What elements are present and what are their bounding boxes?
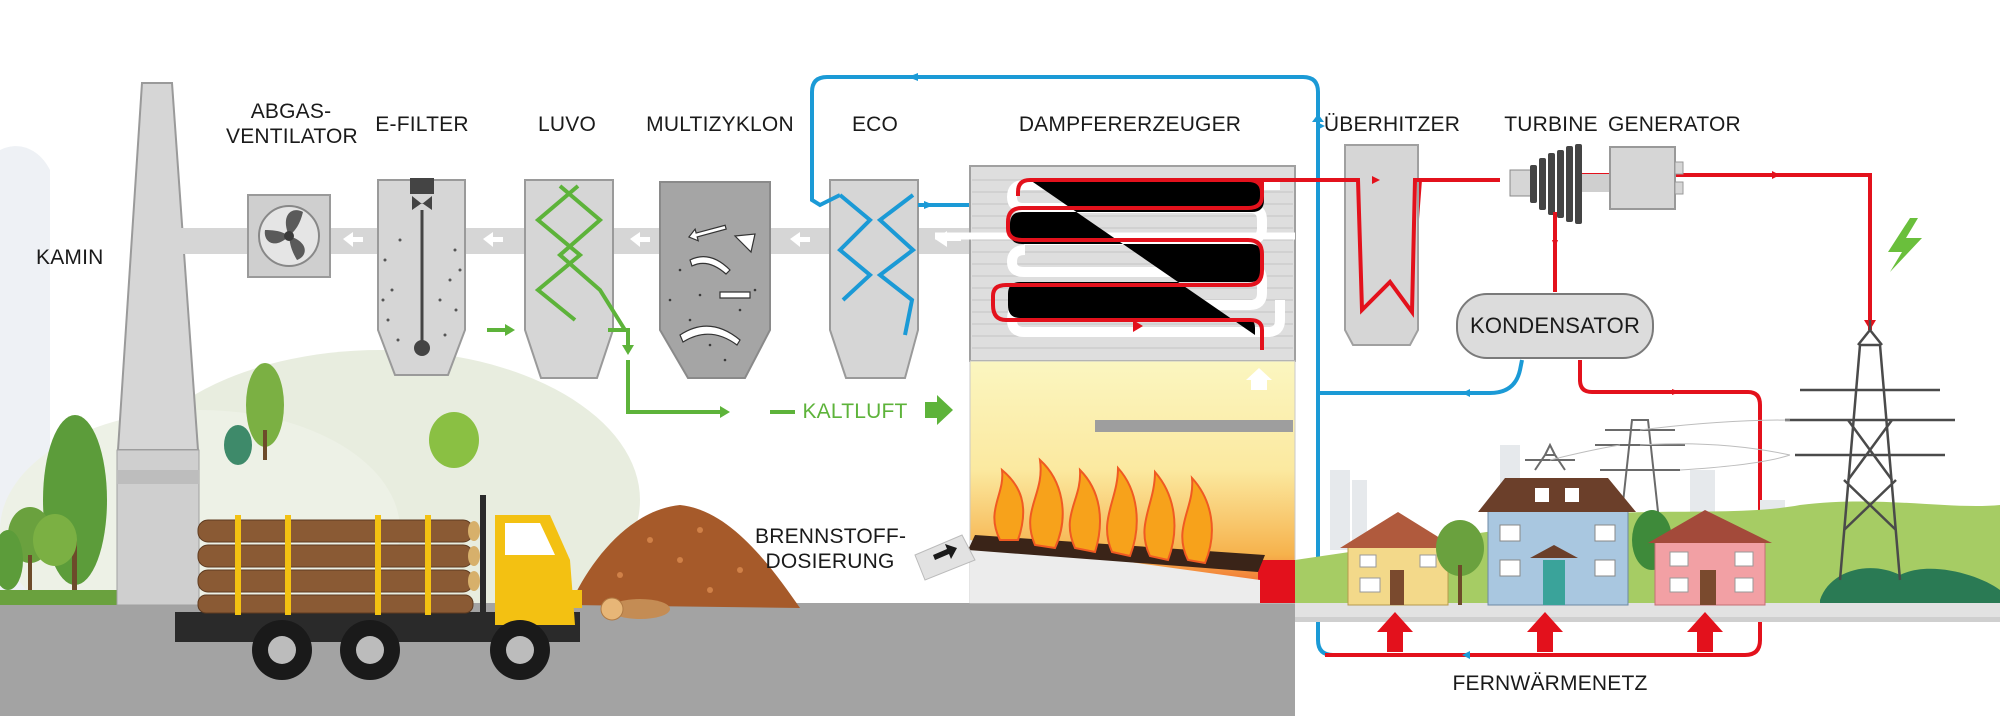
label-multizyklon: MULTIZYKLON (646, 113, 794, 136)
truck-icon (175, 495, 582, 680)
wood-chip-pile (570, 505, 800, 621)
label-generator: GENERATOR (1608, 113, 1741, 136)
economizer (829, 179, 970, 379)
furnace (968, 360, 1296, 604)
condenser (1456, 293, 1654, 359)
turbine (1509, 144, 1610, 224)
house-icon (1478, 478, 1636, 606)
label-kaltluft: KALTLUFT (802, 400, 908, 423)
fuel-feeder (914, 534, 976, 581)
superheater-coil (1340, 178, 1500, 318)
flame-icon (993, 457, 1213, 565)
lightning-icon (1888, 218, 1922, 272)
water-circuit (810, 75, 1740, 657)
generator (1609, 146, 1684, 210)
chimney (116, 82, 200, 606)
fan-icon (258, 205, 320, 267)
label-dampferzeuger: DAMPFERERZEUGER (1018, 113, 1242, 136)
cold-air-arrows (505, 324, 953, 425)
tree-icon (1436, 520, 1484, 605)
house-icon (1648, 510, 1772, 606)
house-icon (1340, 512, 1456, 606)
label-fernwaermenetz: FERNWÄRMENETZ (1452, 672, 1648, 695)
air-preheater (524, 179, 627, 379)
exhaust-fan (247, 194, 331, 278)
label-abgasventilator-2: VENTILATOR (226, 125, 358, 148)
heat-supply-arrows (1377, 612, 1723, 652)
multicyclone (659, 181, 771, 379)
label-brennstoff-2: DOSIERUNG (765, 550, 895, 573)
superheater (1344, 144, 1419, 346)
label-luvo: LUVO (538, 113, 596, 136)
water-arrows (908, 73, 1470, 659)
label-abgasventilator-1: ABGAS- (250, 100, 332, 123)
label-turbine: TURBINE (1504, 113, 1598, 136)
cold-air-line (487, 328, 795, 414)
pylon-icon (1785, 320, 1955, 581)
label-kamin: KAMIN (36, 246, 104, 269)
steam-generator (935, 165, 1296, 362)
electrostatic-filter (377, 178, 466, 376)
label-kondensator: KONDENSATOR (1469, 313, 1641, 338)
label-brennstoff-1: BRENNSTOFF- (755, 525, 907, 548)
label-eco: ECO (851, 113, 899, 136)
power-lines (1549, 419, 1791, 471)
label-ueberhitzer: ÜBERHITZER (1323, 113, 1461, 136)
tree-icon (0, 363, 479, 605)
label-efilter: E-FILTER (375, 113, 469, 136)
